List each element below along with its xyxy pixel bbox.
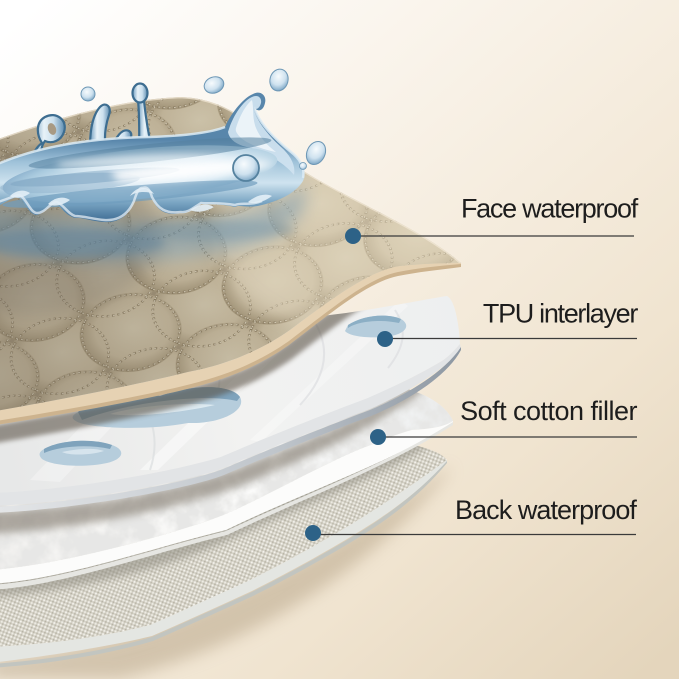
svg-text:Soft cotton filler: Soft cotton filler	[460, 396, 637, 426]
svg-text:Face waterproof: Face waterproof	[461, 194, 639, 224]
svg-text:TPU interlayer: TPU interlayer	[483, 299, 638, 329]
svg-text:Back waterproof: Back waterproof	[455, 495, 637, 525]
